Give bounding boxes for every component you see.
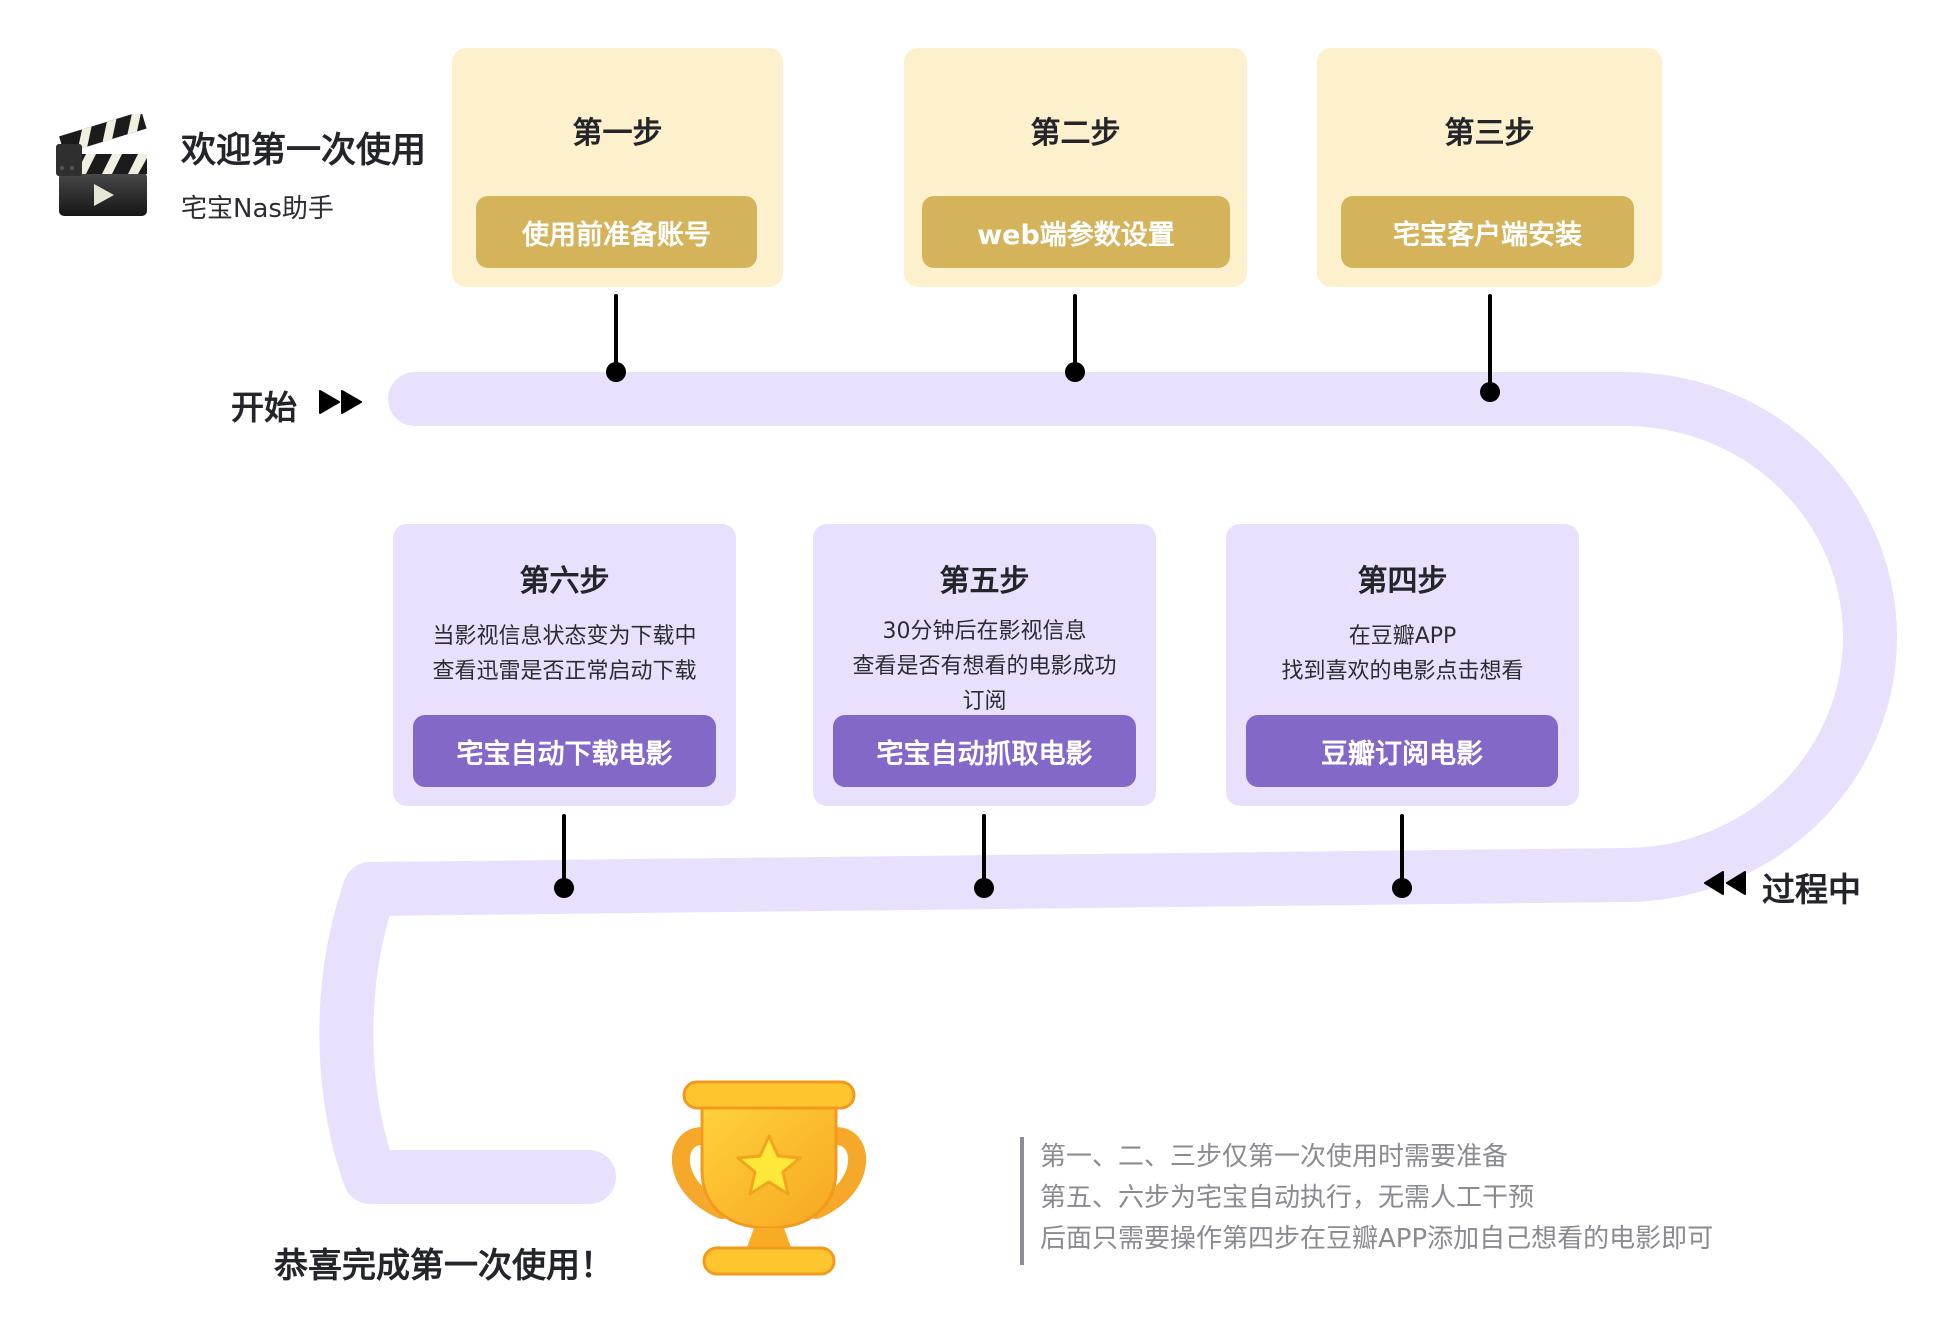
step-title: 第六步 (519, 564, 610, 599)
start-label: 开始 (231, 388, 297, 427)
step-description-line: 查看是否有想看的电影成功 (852, 654, 1117, 679)
congrats-text: 恭喜完成第一次使用！ (274, 1246, 614, 1286)
trophy-icon (662, 1078, 876, 1280)
page-title: 欢迎第一次使用 (181, 131, 427, 171)
connector-line (562, 814, 566, 888)
step-description-line: 30分钟后在影视信息 (882, 619, 1087, 644)
connector-dot (1392, 878, 1412, 898)
clapperboard-icon (54, 111, 152, 218)
step-description-line: 查看迅雷是否正常启动下载 (432, 659, 697, 684)
connector-dot (606, 362, 626, 382)
step-description: 30分钟后在影视信息 查看是否有想看的电影成功 订阅 (813, 614, 1156, 719)
step-title: 第五步 (939, 564, 1030, 599)
connector-line (614, 294, 618, 372)
connector-line (1488, 294, 1492, 392)
step-button-auto-fetch[interactable]: 宅宝自动抓取电影 (833, 715, 1136, 787)
connector-dot (554, 878, 574, 898)
note-line: 后面只需要操作第四步在豆瓣APP添加自己想看的电影即可 (1040, 1224, 1714, 1254)
step-description-line: 在豆瓣APP (1348, 624, 1457, 649)
in-progress-label: 过程中 (1762, 870, 1861, 909)
step-button-web-settings[interactable]: web端参数设置 (922, 196, 1230, 268)
step-title: 第二步 (1030, 116, 1121, 151)
step-card-5: 第五步 30分钟后在影视信息 查看是否有想看的电影成功 订阅 宅宝自动抓取电影 (813, 524, 1156, 806)
step-description-line: 找到喜欢的电影点击想看 (1281, 659, 1524, 684)
step-card-1: 第一步 使用前准备账号 (452, 48, 783, 287)
connector-dot (974, 878, 994, 898)
page-subtitle: 宅宝Nas助手 (181, 194, 334, 224)
step-description-line: 当影视信息状态变为下载中 (432, 624, 697, 649)
step-button-client-install[interactable]: 宅宝客户端安装 (1341, 196, 1634, 268)
step-card-2: 第二步 web端参数设置 (904, 48, 1247, 287)
connector-line (1400, 814, 1404, 888)
step-description-line: 订阅 (962, 689, 1007, 714)
step-title: 第三步 (1444, 116, 1535, 151)
connector-line (1073, 294, 1077, 372)
notes-block: 第一、二、三步仅第一次使用时需要准备 第五、六步为宅宝自动执行，无需人工干预 后… (1020, 1137, 1713, 1265)
step-button-douban-subscribe[interactable]: 豆瓣订阅电影 (1246, 715, 1558, 787)
note-line: 第五、六步为宅宝自动执行，无需人工干预 (1040, 1183, 1535, 1213)
step-button-auto-download[interactable]: 宅宝自动下载电影 (413, 715, 716, 787)
step-button-prepare-account[interactable]: 使用前准备账号 (476, 196, 757, 268)
note-line: 第一、二、三步仅第一次使用时需要准备 (1040, 1142, 1509, 1172)
connector-dot (1480, 382, 1500, 402)
fast-forward-icon (318, 389, 364, 415)
connector-line (982, 814, 986, 888)
step-description: 当影视信息状态变为下载中 查看迅雷是否正常启动下载 (393, 619, 736, 689)
step-title: 第四步 (1357, 564, 1448, 599)
rewind-icon (1703, 870, 1747, 896)
step-description: 在豆瓣APP 找到喜欢的电影点击想看 (1226, 619, 1579, 689)
step-card-6: 第六步 当影视信息状态变为下载中 查看迅雷是否正常启动下载 宅宝自动下载电影 (393, 524, 736, 806)
timeline-path (319, 372, 1897, 1204)
connector-dot (1065, 362, 1085, 382)
step-title: 第一步 (572, 116, 663, 151)
step-card-4: 第四步 在豆瓣APP 找到喜欢的电影点击想看 豆瓣订阅电影 (1226, 524, 1579, 806)
step-card-3: 第三步 宅宝客户端安装 (1317, 48, 1662, 287)
